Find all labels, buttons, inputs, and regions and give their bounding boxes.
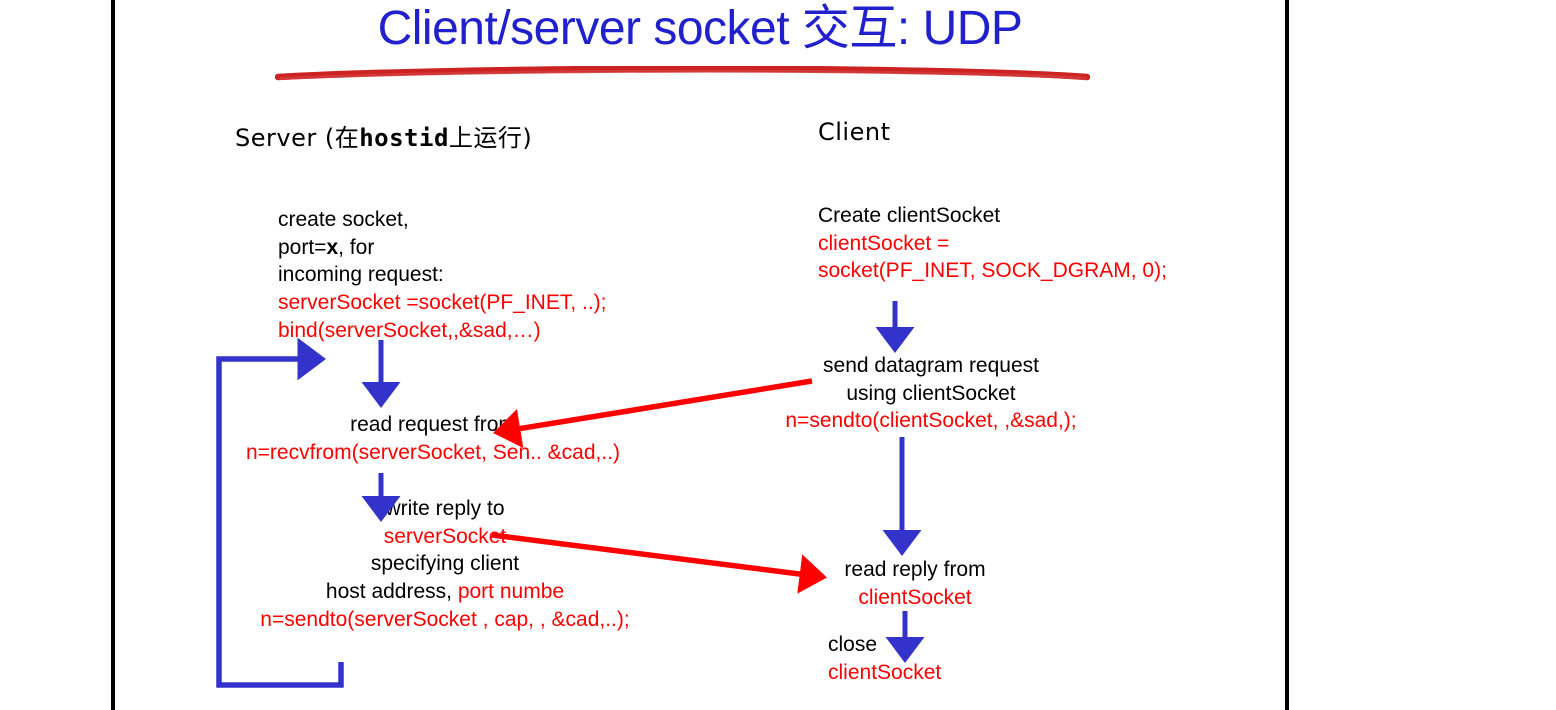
server-create-code-1: serverSocket =socket(PF_INET, ..); (278, 291, 607, 315)
client-close-label: close (828, 633, 878, 656)
server-heading-hostid: hostid (359, 124, 449, 152)
server-create-line-2: port=x, for (278, 235, 375, 259)
client-close-socket: clientSocket (828, 660, 942, 684)
server-create-line-3: incoming request: (278, 263, 444, 287)
server-create-line-1: create socket, (278, 208, 409, 231)
slide-border-left (111, 0, 115, 710)
column-heading-server: Server (在hostid上运行) (235, 118, 532, 153)
title-underline (275, 66, 1090, 81)
server-heading-suffix: 上运行) (448, 124, 533, 152)
title-text-main: Client/server socket (377, 2, 802, 55)
client-read-socket: clientSocket (858, 585, 972, 609)
client-create-label: Create clientSocket (818, 204, 1001, 227)
client-read-label: read reply from (844, 558, 986, 581)
server-write-label: write reply to (385, 497, 505, 520)
client-send-line-1: send datagram request (823, 354, 1039, 377)
client-send-line-2: using clientSocket (846, 381, 1016, 405)
server-step-write-reply: write reply to serverSocket specifying c… (155, 495, 735, 634)
server-write-socket: serverSocket (383, 524, 507, 548)
server-create-code-2: bind(serverSocket,,&sad,…) (278, 318, 541, 342)
title-text-tail: : UDP (896, 2, 1023, 55)
client-create-code-2: socket(PF_INET, SOCK_DGRAM, 0); (818, 259, 1167, 283)
server-step-read-request: read request from n=recvfrom(serverSocke… (228, 411, 638, 466)
server-heading-prefix: Server (在 (235, 124, 360, 152)
client-send-code: n=sendto(clientSocket, ,&sad,); (785, 409, 1077, 433)
server-port-var: x (326, 235, 339, 259)
client-step-send-datagram: send datagram request using clientSocket… (770, 352, 1092, 435)
server-step-create-socket: create socket, port=x, for incoming requ… (278, 206, 607, 345)
server-write-hostaddr-black: host address, (325, 580, 458, 604)
server-read-label: read request from (350, 413, 516, 436)
client-step-create-socket: Create clientSocket clientSocket = socke… (818, 202, 1167, 285)
server-write-hostaddr: host address, port numbe (155, 578, 735, 606)
title-text-cjk: 交互 (801, 0, 898, 56)
slide-border-right (1285, 0, 1289, 710)
client-step-read-reply: read reply from clientSocket (800, 556, 1030, 611)
page-title: Client/server socket 交互: UDP (115, 4, 1285, 53)
server-write-specifying: specifying client (370, 552, 520, 576)
client-create-code-1: clientSocket = (818, 231, 950, 255)
server-write-code: n=sendto(serverSocket , cap, , &cad,..); (260, 607, 630, 631)
server-write-hostaddr-red: port numbe (457, 580, 565, 604)
client-step-close-socket: close clientSocket (828, 631, 941, 686)
column-heading-client: Client (818, 118, 891, 146)
server-read-code: n=recvfrom(serverSocket, Sen.. &cad,..) (245, 440, 621, 464)
